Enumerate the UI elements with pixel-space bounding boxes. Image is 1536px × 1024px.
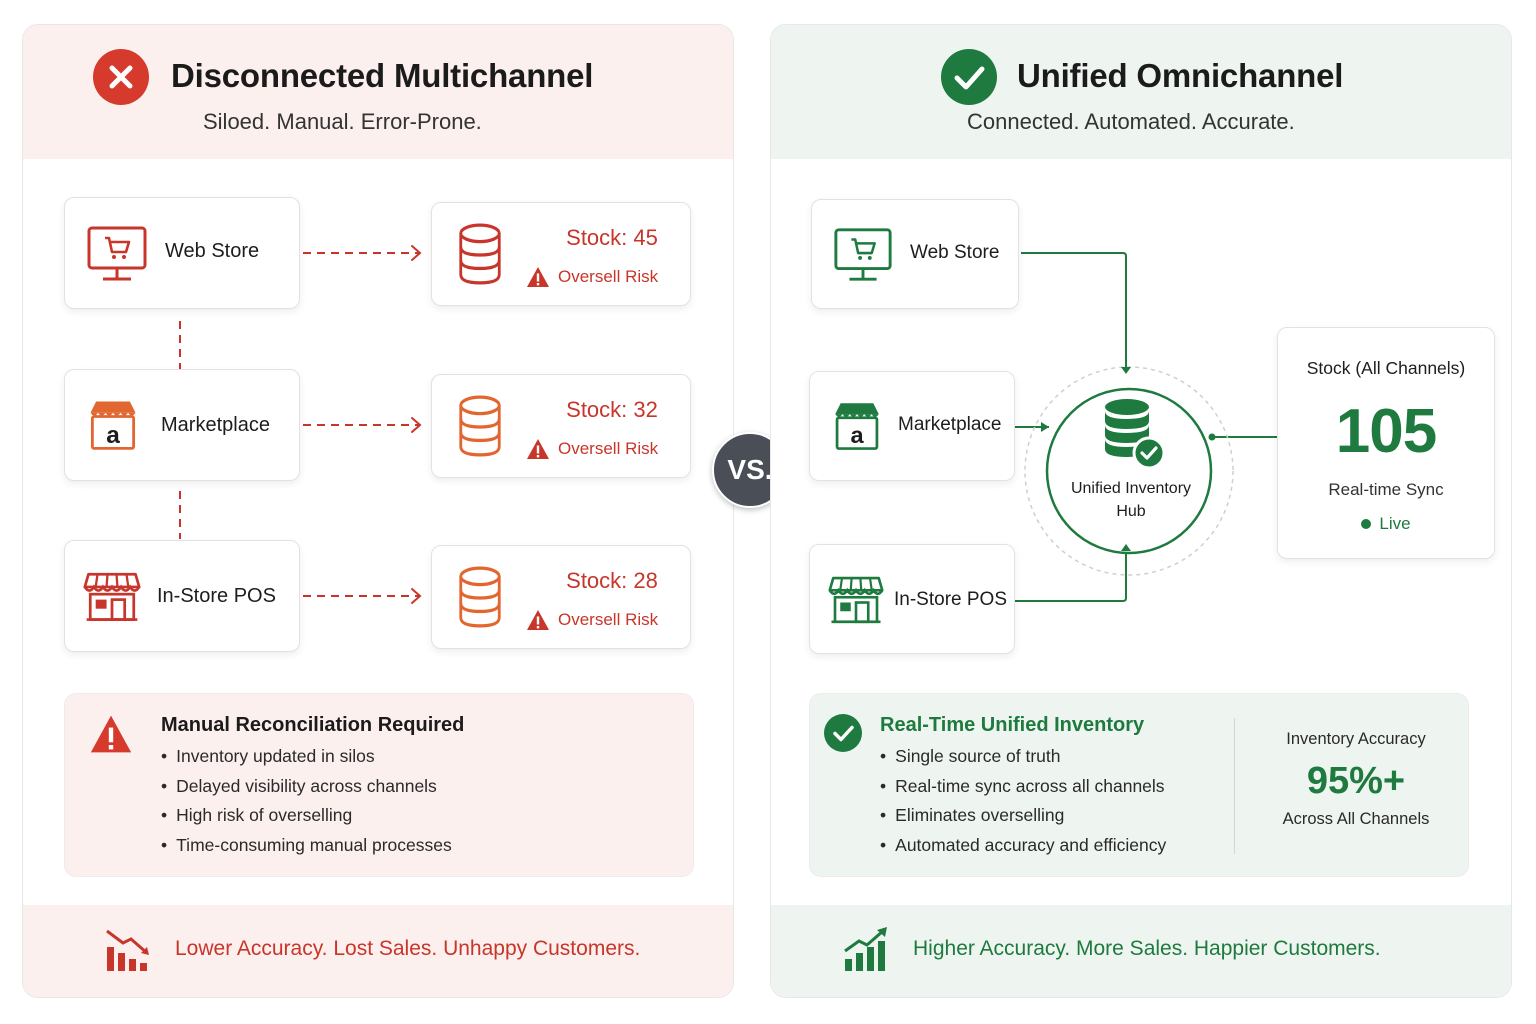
live-status: Live xyxy=(1278,514,1494,534)
arrow-head-icon xyxy=(1041,422,1049,432)
arrow-head-icon xyxy=(411,588,422,604)
database-check-icon xyxy=(1105,399,1166,470)
marketplace-bag-icon xyxy=(828,396,886,454)
total-stock-title: Stock (All Channels) xyxy=(1306,358,1466,378)
right-channel-web-store: Web Store xyxy=(811,199,1019,309)
live-dot-icon xyxy=(1361,519,1372,529)
stock-value: Stock: 32 xyxy=(566,397,658,422)
link-dot xyxy=(1208,433,1216,441)
arrow-head-icon xyxy=(411,245,422,261)
x-circle-icon xyxy=(93,49,149,105)
list-item: Automated accuracy and efficiency xyxy=(880,831,1166,861)
right-footer: Higher Accuracy. More Sales. Happier Cus… xyxy=(771,905,1511,997)
left-channel-pos: In-Store POS xyxy=(64,540,300,652)
oversell-risk: Oversell Risk xyxy=(526,437,658,461)
note-title: Manual Reconciliation Required xyxy=(161,714,465,736)
chart-down-icon xyxy=(106,929,149,971)
list-item: Eliminates overselling xyxy=(880,801,1166,831)
oversell-risk: Oversell Risk xyxy=(526,265,658,289)
oversell-risk: Oversell Risk xyxy=(526,608,658,632)
left-title: Disconnected Multichannel xyxy=(171,57,594,94)
list-item: Inventory updated in silos xyxy=(161,742,452,772)
pos-link xyxy=(1015,547,1127,602)
disconnected-panel: Disconnected Multichannel Siloed. Manual… xyxy=(22,24,734,998)
sync-label: Real-time Sync xyxy=(1328,480,1444,499)
channel-label: Web Store xyxy=(910,242,1000,263)
database-icon xyxy=(452,221,508,287)
web-store-link xyxy=(1021,252,1127,369)
channel-label: In-Store POS xyxy=(157,585,276,607)
stock-value: Stock: 28 xyxy=(566,568,658,593)
check-circle-icon xyxy=(941,49,997,105)
right-subtitle: Connected. Automated. Accurate. xyxy=(967,109,1295,134)
accuracy-title: Inventory Accuracy xyxy=(1286,730,1426,748)
chart-up-icon xyxy=(844,927,887,971)
hub-outer-ring xyxy=(1024,366,1234,576)
divider xyxy=(1234,718,1235,854)
right-footer-text: Higher Accuracy. More Sales. Happier Cus… xyxy=(913,937,1381,960)
accuracy-value: 95%+ xyxy=(1306,760,1406,802)
hub-label: Unified Inventory Hub xyxy=(1070,480,1192,520)
warning-triangle-icon xyxy=(526,608,550,632)
stock-card-web: Stock: 45 Oversell Risk xyxy=(431,202,691,306)
left-footer-text: Lower Accuracy. Lost Sales. Unhappy Cust… xyxy=(175,937,641,960)
monitor-cart-icon xyxy=(85,222,149,286)
database-icon xyxy=(452,564,508,630)
check-circle-icon xyxy=(824,714,862,752)
right-channel-marketplace: Marketplace xyxy=(809,371,1015,481)
total-stock-value: 105 xyxy=(1335,397,1437,466)
real-time-inventory-note: Real-Time Unified Inventory Single sourc… xyxy=(809,693,1469,877)
left-footer: Lower Accuracy. Lost Sales. Unhappy Cust… xyxy=(23,905,733,997)
list-item: Delayed visibility across channels xyxy=(161,772,452,802)
monitor-cart-icon xyxy=(832,224,894,286)
stock-value: Stock: 45 xyxy=(566,225,658,250)
database-icon xyxy=(452,393,508,459)
channel-label: In-Store POS xyxy=(894,589,1007,610)
left-subtitle: Siloed. Manual. Error-Prone. xyxy=(203,109,482,134)
list-item: High risk of overselling xyxy=(161,801,452,831)
warning-triangle-icon xyxy=(526,265,550,289)
list-item: Single source of truth xyxy=(880,742,1166,772)
hub-circle xyxy=(1045,387,1213,555)
arrow-head-icon xyxy=(1121,544,1131,551)
left-channel-marketplace: Marketplace xyxy=(64,369,300,481)
right-title: Unified Omnichannel xyxy=(1017,57,1344,94)
warning-triangle-icon xyxy=(87,712,135,756)
storefront-icon xyxy=(828,571,884,627)
right-panel-header: Unified Omnichannel Connected. Automated… xyxy=(771,25,1511,159)
arrow-head-icon xyxy=(1121,367,1131,374)
left-channel-web-store: Web Store xyxy=(64,197,300,309)
note-title: Real-Time Unified Inventory xyxy=(880,714,1145,736)
storefront-icon xyxy=(83,567,141,625)
channel-label: Web Store xyxy=(165,240,260,262)
warning-triangle-icon xyxy=(526,437,550,461)
right-channel-pos: In-Store POS xyxy=(809,544,1015,654)
note-list: Single source of truth Real-time sync ac… xyxy=(880,742,1166,860)
manual-reconciliation-note: Manual Reconciliation Required Inventory… xyxy=(64,693,694,877)
unified-panel: Unified Omnichannel Connected. Automated… xyxy=(770,24,1512,998)
stock-card-pos: Stock: 28 Oversell Risk xyxy=(431,545,691,649)
channel-label: Marketplace xyxy=(161,414,270,436)
stock-card-marketplace: Stock: 32 Oversell Risk xyxy=(431,374,691,478)
note-list: Inventory updated in silos Delayed visib… xyxy=(161,742,452,860)
list-item: Time-consuming manual processes xyxy=(161,831,452,861)
left-panel-header: Disconnected Multichannel Siloed. Manual… xyxy=(23,25,733,159)
list-item: Real-time sync across all channels xyxy=(880,772,1166,802)
arrow-head-icon xyxy=(411,417,422,433)
channel-label: Marketplace xyxy=(898,414,1002,435)
total-stock-card: Stock (All Channels) 105 Real-time Sync … xyxy=(1277,327,1495,559)
marketplace-bag-icon xyxy=(83,394,143,454)
accuracy-subtitle: Across All Channels xyxy=(1282,810,1430,828)
